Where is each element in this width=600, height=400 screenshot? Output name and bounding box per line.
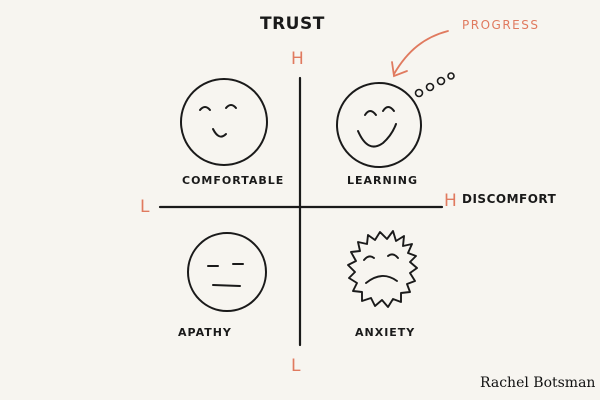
discomfort-axis-title: DISCOMFORT [462,192,557,206]
quadrant-label-learning: LEARNING [347,174,419,187]
progress-arrow-icon [391,30,449,78]
neutral-face-icon [187,232,267,312]
quadrant-label-comfortable: COMFORTABLE [182,174,285,187]
anxious-face-icon [347,230,418,308]
progress-label: PROGRESS [462,18,540,32]
smile-icon [180,78,268,166]
quadrant-label-apathy: APATHY [178,326,232,339]
trust-low-marker: L [291,356,301,376]
quadrant-label-anxiety: ANXIETY [355,326,416,339]
discomfort-low-marker: L [140,197,150,217]
thought-bubbles-icon [414,72,455,98]
author-credit: Rachel Botsman [480,375,596,391]
big-smile-icon [336,82,422,168]
discomfort-high-marker: H [444,191,458,211]
trust-axis-title: TRUST [260,14,325,34]
trust-high-marker: H [291,49,305,69]
